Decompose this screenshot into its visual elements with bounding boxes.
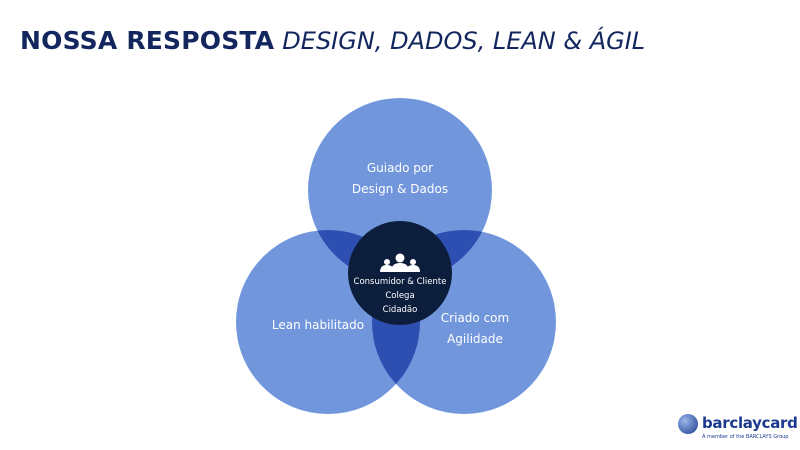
label-line: Lean habilitado xyxy=(271,318,365,332)
label-line: Guiado por xyxy=(366,161,434,175)
label-lean: Lean habilitado xyxy=(258,315,378,336)
title-bold: NOSSA RESPOSTA xyxy=(20,26,275,55)
label-agilidade: Criado com Agilidade xyxy=(415,308,535,350)
logo-tagline: A member of the BARCLAYS Group xyxy=(702,434,789,440)
label-line: Criado com xyxy=(440,311,510,325)
label-line: Design & Dados xyxy=(351,182,449,196)
barclaycard-logo: barclaycard A member of the BARCLAYS Gro… xyxy=(678,412,798,444)
center-circle xyxy=(348,221,452,325)
label-line: Cidadão xyxy=(382,305,418,315)
eagle-icon xyxy=(678,414,698,434)
center-label: Consumidor & Cliente Colega Cidadão xyxy=(348,275,452,317)
title-italic: DESIGN, DADOS, LEAN & ÁGIL xyxy=(282,27,646,55)
label-design-dados: Guiado por Design & Dados xyxy=(340,158,460,200)
label-line: Consumidor & Cliente xyxy=(353,277,447,287)
logo-wordmark: barclaycard xyxy=(702,414,798,432)
label-line: Agilidade xyxy=(447,332,503,346)
people-group-icon xyxy=(380,253,420,272)
label-line: Colega xyxy=(385,291,415,301)
